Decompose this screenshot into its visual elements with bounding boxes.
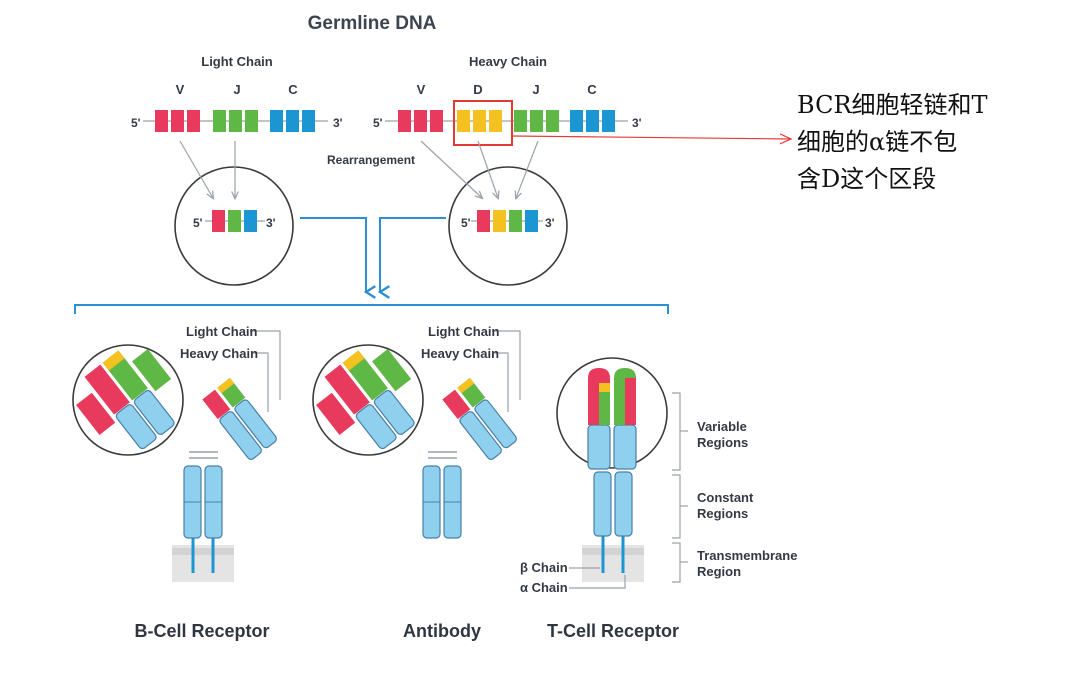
annotation-arrow (511, 136, 791, 139)
light-rearranged-5prime: 5' (193, 216, 203, 230)
heavy-j-segments (514, 110, 559, 132)
light-5prime-label: 5' (131, 116, 141, 130)
light-j-segments (213, 110, 258, 132)
light-segment-j-label: J (233, 82, 240, 97)
antibody: Light Chain Heavy Chain (312, 324, 521, 539)
variable-regions-label-2: Regions (697, 435, 748, 450)
heavy-c-segments (570, 110, 615, 132)
light-segment-v-label: V (176, 82, 185, 97)
heavy-segment-c-label: C (587, 82, 597, 97)
transmembrane-region-label-2: Region (697, 564, 741, 579)
annotation-line-3: 含D这个区段 (797, 165, 936, 193)
region-brackets: Variable Regions Constant Regions Transm… (672, 392, 797, 583)
light-segment-c-label: C (288, 82, 298, 97)
rearrangement-label: Rearrangement (327, 153, 415, 167)
heavy-rearranged-5prime: 5' (461, 216, 471, 230)
light-chain-germline: Light Chain V J C 5' 3' (131, 54, 343, 132)
d-segment-highlight-box (453, 100, 513, 146)
bcell-receptor: Light Chain Heavy Chain (72, 324, 281, 582)
bcell-receptor-title: B-Cell Receptor (134, 621, 269, 641)
heavy-chain-title: Heavy Chain (469, 54, 547, 69)
tcell-receptor-title: T-Cell Receptor (547, 621, 679, 641)
heavy-segment-d-label: D (473, 82, 482, 97)
assembly-connector (74, 217, 669, 314)
antibody-heavy-chain-label: Heavy Chain (421, 346, 499, 361)
variable-regions-label-1: Variable (697, 419, 747, 434)
heavy-d-segments (457, 110, 502, 132)
tcell-receptor: β Chain α Chain (520, 357, 668, 595)
heavy-rearranged-3prime: 3' (545, 216, 555, 230)
light-chain-title: Light Chain (201, 54, 273, 69)
antibody-title: Antibody (403, 621, 481, 641)
heavy-3prime-label: 3' (632, 116, 642, 130)
constant-regions-label-1: Constant (697, 490, 754, 505)
bcell-light-chain-label: Light Chain (186, 324, 258, 339)
diagram-title: Germline DNA (308, 13, 437, 34)
heavy-segment-j-label: J (532, 82, 539, 97)
light-c-segments (270, 110, 315, 132)
heavy-chain-germline: Heavy Chain V D J C 5' 3' Rearrangement (327, 54, 642, 167)
light-rearranged-3prime: 3' (266, 216, 276, 230)
transmembrane-region-label-1: Transmembrane (697, 548, 797, 563)
annotation-line-2: 细胞的α链不包 (797, 128, 957, 156)
bcell-heavy-chain-label: Heavy Chain (180, 346, 258, 361)
heavy-v-segments (398, 110, 443, 132)
constant-regions-label-2: Regions (697, 506, 748, 521)
light-3prime-label: 3' (333, 116, 343, 130)
light-v-segments (155, 110, 200, 132)
heavy-5prime-label: 5' (373, 116, 383, 130)
heavy-rearranged-circle: 5' 3' (420, 140, 568, 286)
heavy-segment-v-label: V (417, 82, 426, 97)
alpha-chain-label: α Chain (520, 580, 568, 595)
light-rearranged-circle: 5' 3' (174, 140, 294, 286)
beta-chain-label: β Chain (520, 560, 568, 575)
antibody-light-chain-label: Light Chain (428, 324, 500, 339)
annotation-line-1: BCR细胞轻链和T (797, 91, 988, 119)
